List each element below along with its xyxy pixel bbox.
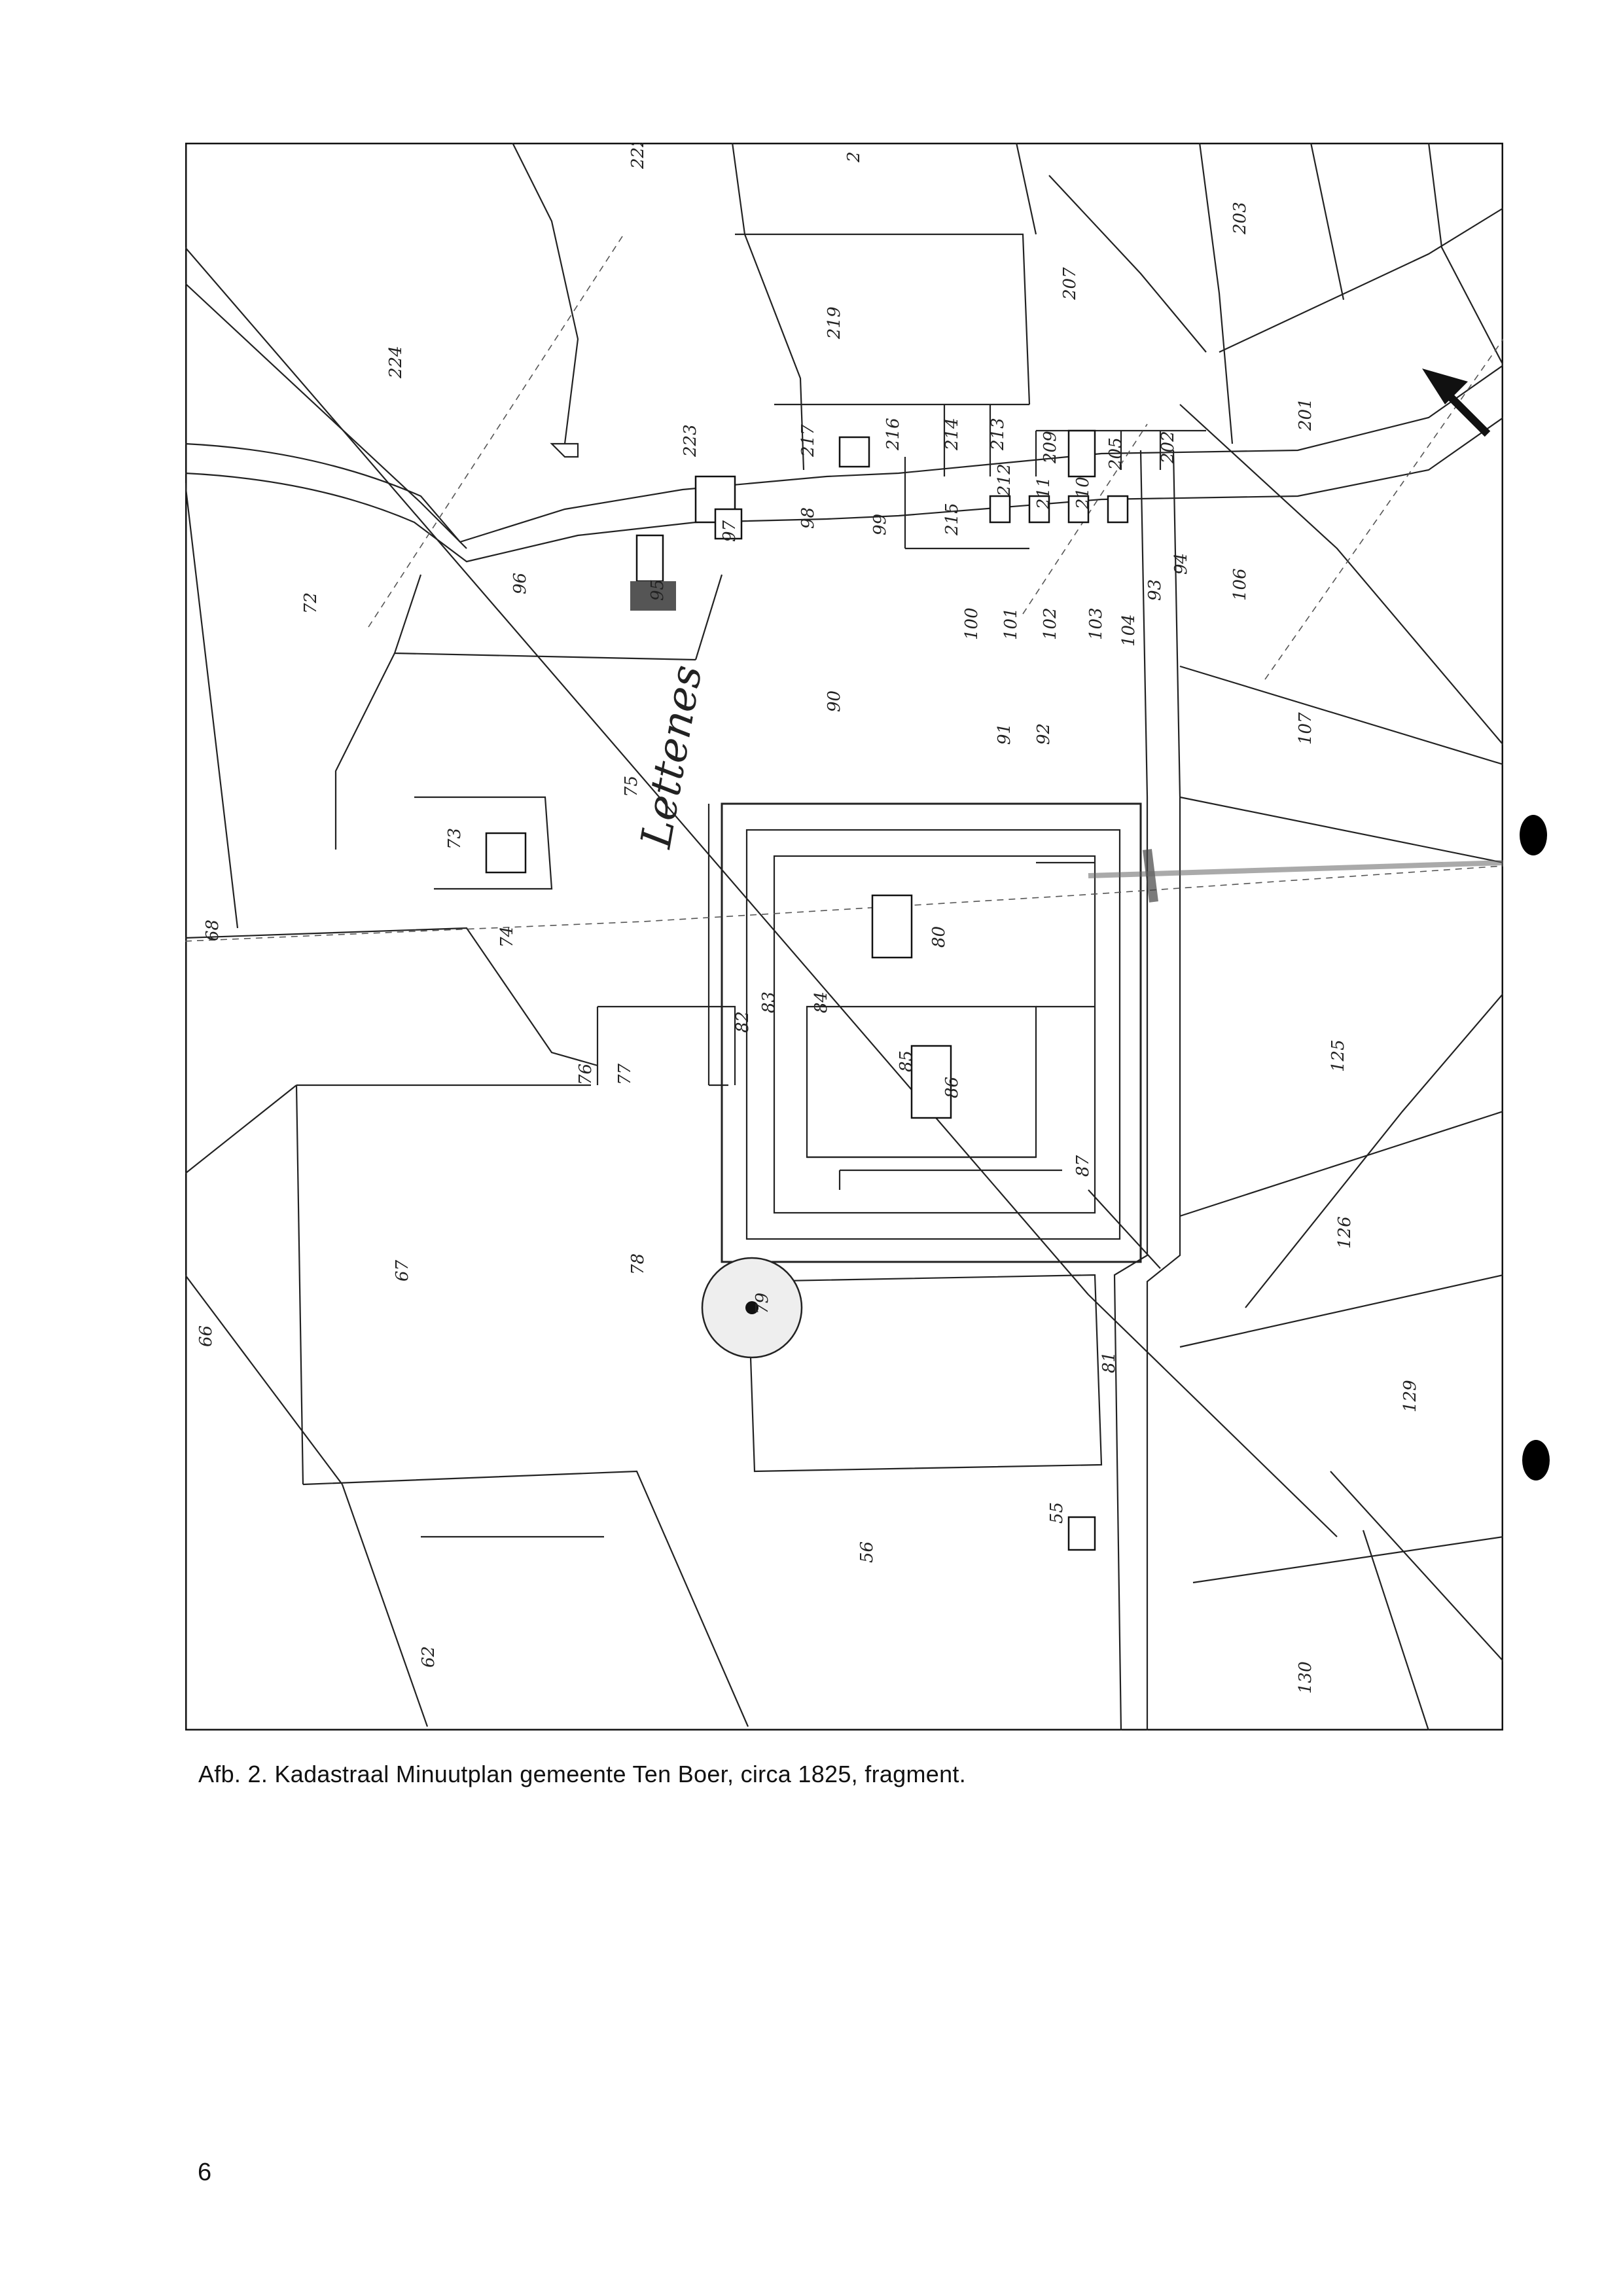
lot-number: 75 <box>622 776 641 797</box>
lot-number: 74 <box>497 926 517 948</box>
lot-number: 98 <box>798 507 818 529</box>
lot-number: 67 <box>393 1259 412 1282</box>
lot-number: 73 <box>445 828 465 850</box>
lot-number: 56 <box>857 1541 877 1563</box>
lot-number: 81 <box>1099 1352 1119 1373</box>
lot-number: 77 <box>615 1063 635 1085</box>
lot-numbers: 222 2 224 219 223 217 216 214 213 209 20… <box>196 143 1420 1694</box>
lot-number: 213 <box>988 418 1008 451</box>
lot-number: 203 <box>1230 202 1250 235</box>
lot-number: 129 <box>1400 1380 1420 1412</box>
lot-number: 211 <box>1034 476 1054 510</box>
parcel-boundaries <box>185 143 1503 1731</box>
lot-number: 224 <box>386 346 406 379</box>
lot-number: 101 <box>1001 607 1021 640</box>
lot-number: 55 <box>1047 1502 1067 1524</box>
lot-number: 100 <box>962 607 982 640</box>
lot-number: 79 <box>753 1293 772 1314</box>
lot-number: 107 <box>1296 712 1315 745</box>
lot-number: 207 <box>1060 267 1080 300</box>
lot-number: 66 <box>196 1325 216 1347</box>
lot-number: 80 <box>929 926 949 948</box>
lot-number: 219 <box>825 306 844 340</box>
lot-number: 102 <box>1041 607 1060 640</box>
punch-hole-icon <box>1522 1440 1550 1480</box>
figure-caption: Afb. 2. Kadastraal Minuutplan gemeente T… <box>198 1761 967 1787</box>
lot-number: 86 <box>942 1077 962 1098</box>
lot-number: 92 <box>1034 723 1054 745</box>
lot-number: 201 <box>1296 398 1315 431</box>
arrow-icon <box>1422 368 1491 437</box>
punch-hole-icon <box>1520 815 1547 855</box>
lot-number: 76 <box>576 1064 596 1085</box>
lot-number: 84 <box>812 992 831 1013</box>
lot-number: 87 <box>1073 1155 1093 1177</box>
lot-number: 90 <box>825 691 844 712</box>
lot-number: 83 <box>759 992 779 1013</box>
cadastral-map: 222 2 224 219 223 217 216 214 213 209 20… <box>185 143 1503 1731</box>
lot-number: 216 <box>883 418 903 451</box>
lot-number: 210 <box>1073 476 1093 510</box>
lot-number: 99 <box>870 514 890 535</box>
lot-number: 126 <box>1335 1216 1355 1249</box>
lot-number: 222 <box>628 143 648 170</box>
lot-number: 103 <box>1086 607 1106 640</box>
lot-number: 125 <box>1329 1039 1348 1072</box>
lot-number: 94 <box>1171 553 1191 575</box>
lot-number: 214 <box>942 418 962 451</box>
lot-number: 106 <box>1230 568 1250 601</box>
lot-number: 72 <box>301 592 321 614</box>
lot-number: 212 <box>995 463 1014 497</box>
lot-number: 62 <box>419 1646 438 1668</box>
lot-number: 223 <box>681 424 700 457</box>
lot-number: 93 <box>1145 579 1165 601</box>
lot-number: 215 <box>942 503 962 536</box>
lot-number: 85 <box>897 1050 916 1072</box>
lot-number: 205 <box>1106 437 1126 471</box>
lot-number: 82 <box>733 1011 753 1033</box>
lot-number: 91 <box>995 723 1014 745</box>
lot-number: 97 <box>720 520 740 542</box>
lot-number: 2 <box>844 151 864 163</box>
lot-number: 217 <box>798 424 818 457</box>
lot-number: 104 <box>1119 614 1139 647</box>
lot-number: 202 <box>1158 431 1178 464</box>
lot-number: 95 <box>648 579 668 601</box>
lot-number: 130 <box>1296 1661 1315 1694</box>
lot-number: 78 <box>628 1253 648 1275</box>
lot-number: 209 <box>1041 431 1060 464</box>
lot-number: 68 <box>203 920 223 941</box>
page-number: 6 <box>198 2159 212 2186</box>
lot-number: 96 <box>510 573 530 594</box>
